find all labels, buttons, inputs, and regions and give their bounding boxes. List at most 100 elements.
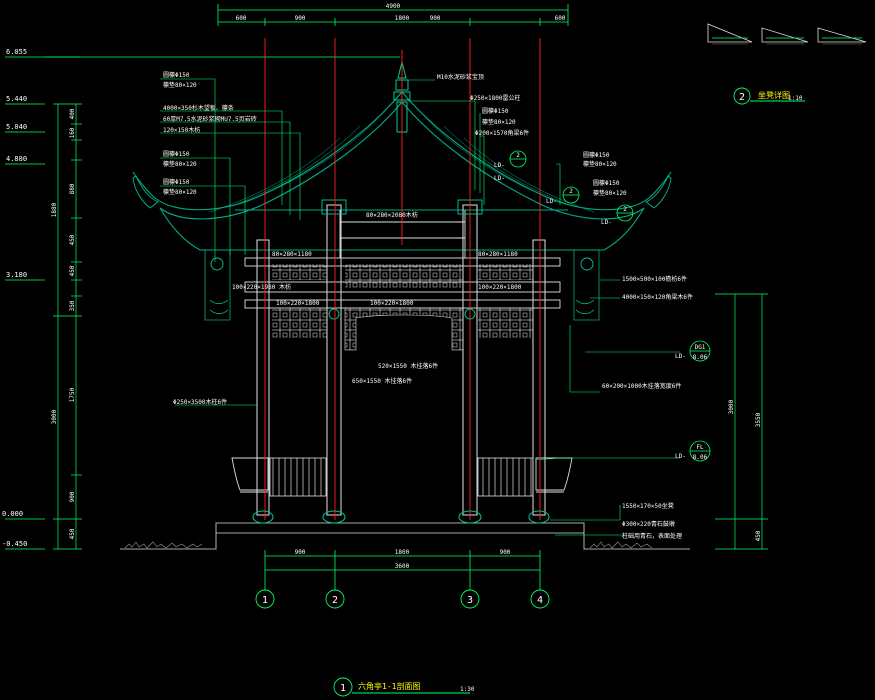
left-dim: 350 [69,300,76,311]
note-left: 圆檩Φ150 [163,150,190,158]
lattice-right-top [478,264,533,280]
benches [231,457,573,493]
note-right: 60×200×1000木挂落宽度6件 [602,382,681,390]
left-dim: 3000 [51,409,58,424]
note-left: 4000×350杉木望板、檩条 [163,104,234,112]
level-marker: 5.440 [6,95,27,103]
lattice-center-top [345,264,463,288]
top-dim-overall: 4900 [386,3,401,10]
left-dim: 450 [69,265,76,276]
top-dimension-chain [217,4,569,26]
main-title-scale: 1:30 [460,686,475,693]
level-marker: 6.055 [6,48,27,56]
eave-ornament-left [132,175,231,321]
bottom-dimension-chain [264,550,541,590]
note-center: 100×220×1800 [276,300,320,307]
note-top: Φ200×1570角梁6件 [475,129,529,137]
axis-label: 2 [332,595,338,606]
level-marker: 5.040 [6,123,27,131]
callout-label: 2 [516,152,520,159]
detail-scale: 1:10 [788,95,803,102]
note-right: 圆檩Φ150 [593,179,620,187]
axis-bubbles [255,589,550,609]
top-dim-segment: 900 [430,15,441,22]
callout-label: FL [696,444,704,451]
note-left: Φ250×3500木柱6件 [173,398,227,406]
main-title: 六角亭1-1剖面图 [358,681,420,691]
callout-label: 2 [569,188,573,195]
note-left: 圆檩Φ150 [163,71,190,79]
lattice-left-top [272,264,327,280]
note-top: M10水泥砂浆宝顶 [437,73,484,81]
axis-label: 4 [537,595,543,606]
axis-label: 1 [262,595,268,606]
main-title-number: 1 [340,683,346,694]
left-dim: 900 [69,491,76,502]
top-dim-segment: 900 [295,15,306,22]
callout-label: 2 [623,206,627,213]
note-right: 柱础用青石，表面处理 [622,532,682,540]
left-dim: 160 [69,127,76,138]
note-left: 檩垫80×120 [163,188,197,196]
left-dim: 1750 [69,387,76,402]
column-bases [252,510,550,524]
callout-number: 8.06 [693,454,708,461]
left-dim: 880 [69,183,76,194]
note-right: Φ300×220青石鼓墩 [622,520,675,528]
left-dim: 450 [69,234,76,245]
note-right: 圆檩Φ150 [583,151,610,159]
leader-lines [160,78,680,536]
detail-title: 坐凳详图 [758,90,790,100]
top-dim-segment: 600 [236,15,247,22]
note-center: 80×280×1180 [478,251,518,258]
note-center: 100×220×1800 [370,300,414,307]
left-dimension-chains [53,103,82,550]
note-top: 圆檩Φ150 [482,107,509,115]
note-right: 檩垫80×120 [583,160,617,168]
note-center: 80×280×1180 [272,251,312,258]
callout-bubbles [509,150,711,462]
roof-outline [132,91,672,251]
right-dim: 3000 [728,399,735,414]
eave-ornament-right [573,175,672,321]
note-center: 100×220×1800 [478,284,522,291]
bottom-dim-overall: 3600 [395,563,410,570]
note-center: 650×1550 木挂落6件 [352,377,412,385]
note-center: 100×220×1980 木枋 [232,283,291,291]
note-center: 80×280×2080木枋 [366,211,418,219]
left-dim: 1880 [51,202,58,217]
left-level-lines [5,56,400,550]
left-dim: 450 [69,528,76,539]
bottom-dim-segment: 900 [500,549,511,556]
callout-prefix: LD- [494,162,505,169]
axis-label: 3 [467,595,473,606]
railing-left [269,457,327,497]
note-left: 檩垫80×120 [163,81,197,89]
main-title-bubble [333,677,353,697]
left-dim: 400 [69,108,76,119]
callout-prefix: LD- [601,219,612,226]
note-top: 檩垫80×120 [482,118,516,126]
top-dim-segment: 600 [555,15,566,22]
right-dim: 3550 [755,412,762,427]
ground-line [120,522,690,550]
note-top: Φ250×1800雷公柱 [470,94,521,102]
level-marker: 3.180 [6,271,27,279]
note-left: 60厚M7.5水泥砂浆砌MU7.5页岩砖 [163,115,257,123]
note-left: 圆檩Φ150 [163,178,190,186]
note-right: 1550×170×50坐凳 [622,502,674,510]
axis-lines [264,38,541,520]
level-marker: 0.000 [2,510,23,518]
level-marker: 4.880 [6,155,27,163]
level-marker: -0.450 [2,540,27,548]
callout-prefix: LD- [494,175,505,182]
callout-number: 8.06 [693,354,708,361]
note-right: 4000×150×120角梁木6件 [622,293,693,301]
ground-hatch [124,541,653,549]
lattice-left-low [272,308,327,338]
callout-prefix: LD- [675,353,686,360]
callout-label: DG1 [695,344,706,351]
note-center: 520×1550 木挂落6件 [378,362,438,370]
callout-prefix: LD- [675,453,686,460]
note-right: 檩垫80×120 [593,189,627,197]
